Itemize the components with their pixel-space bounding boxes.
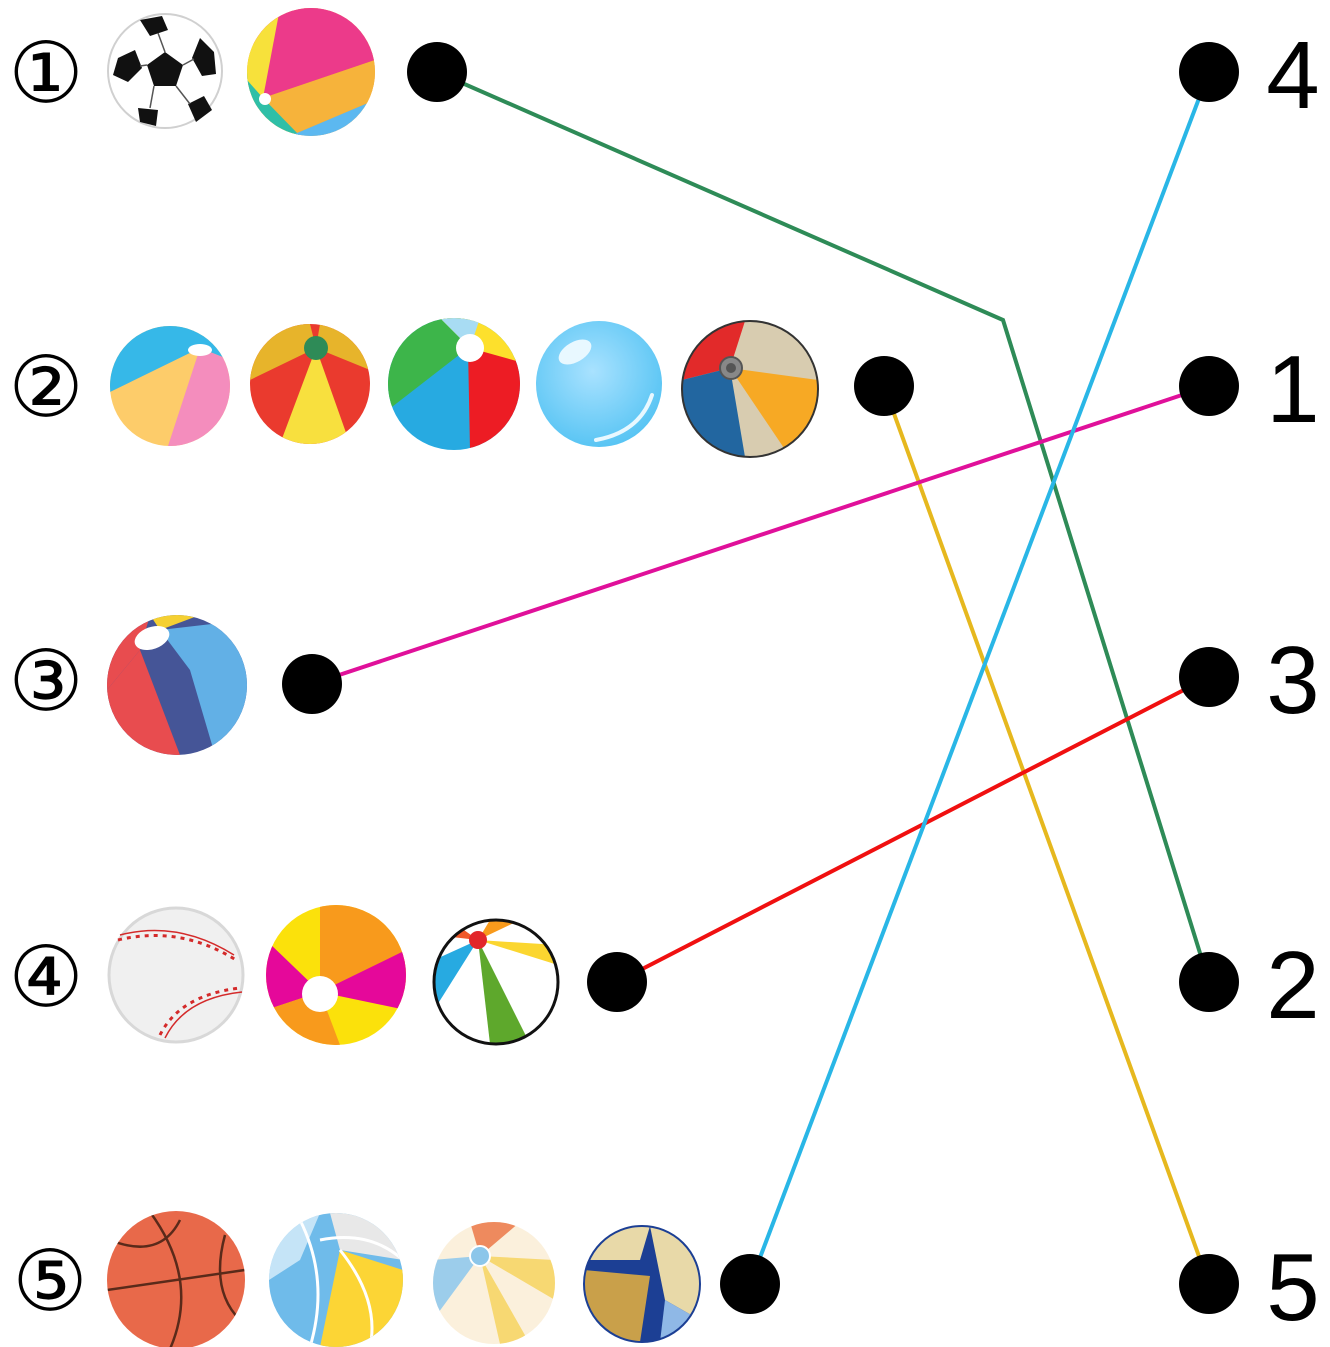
right-dot-2[interactable]: [1179, 952, 1239, 1012]
answer-number-2: 2: [1266, 932, 1319, 1039]
answer-number-4: 4: [1266, 22, 1319, 129]
beach-ball-icon: [432, 918, 560, 1046]
right-dot-3[interactable]: [1179, 647, 1239, 707]
connection-line-4-to-3: [616, 675, 1210, 984]
beach-ball-icon: [388, 318, 520, 450]
beach-ball-icon: [266, 905, 406, 1045]
answer-number-5: 5: [1266, 1234, 1319, 1341]
beach-ball-icon: [107, 615, 247, 755]
row-label-2: ②: [8, 338, 83, 436]
left-dots: [282, 42, 914, 1314]
left-dot-5[interactable]: [720, 1254, 780, 1314]
connection-line-2-to-5: [882, 385, 1211, 1285]
right-dot-1[interactable]: [1179, 356, 1239, 416]
row-label-3: ③: [8, 632, 83, 730]
beach-ball-icon: [250, 324, 370, 444]
right-dots: [1179, 42, 1239, 1314]
bubble-ball-icon: [536, 321, 662, 447]
left-dot-3[interactable]: [282, 654, 342, 714]
connection-lines: [311, 70, 1211, 1285]
volleyball-icon: [269, 1213, 403, 1347]
row-label-4: ④: [8, 928, 83, 1026]
answer-number-3: 3: [1266, 627, 1319, 734]
row-labels: ① ② ③ ④ ⑤: [8, 24, 87, 1330]
left-dot-1[interactable]: [407, 42, 467, 102]
right-dot-4[interactable]: [1179, 42, 1239, 102]
basketball-icon: [107, 1211, 245, 1347]
row-label-5: ⑤: [12, 1232, 87, 1330]
beach-ball-icon: [681, 320, 819, 458]
right-dot-5[interactable]: [1179, 1254, 1239, 1314]
answer-number-1: 1: [1266, 336, 1319, 443]
beach-ball-icon: [433, 1222, 555, 1344]
connection-line-5-to-4: [748, 71, 1211, 1285]
connection-line-1-to-2: [436, 70, 1211, 983]
left-dot-4[interactable]: [587, 952, 647, 1012]
volleyball-icon: [583, 1225, 701, 1343]
beach-ball-icon: [110, 326, 230, 446]
row-label-1: ①: [8, 24, 83, 122]
answer-numbers: 4 1 3 2 5: [1266, 22, 1319, 1341]
left-dot-2[interactable]: [854, 356, 914, 416]
connection-line-3-to-1: [311, 384, 1210, 686]
baseball-icon: [107, 906, 245, 1044]
soccer-ball-icon: [107, 13, 223, 129]
beach-ball-icon: [247, 8, 375, 136]
